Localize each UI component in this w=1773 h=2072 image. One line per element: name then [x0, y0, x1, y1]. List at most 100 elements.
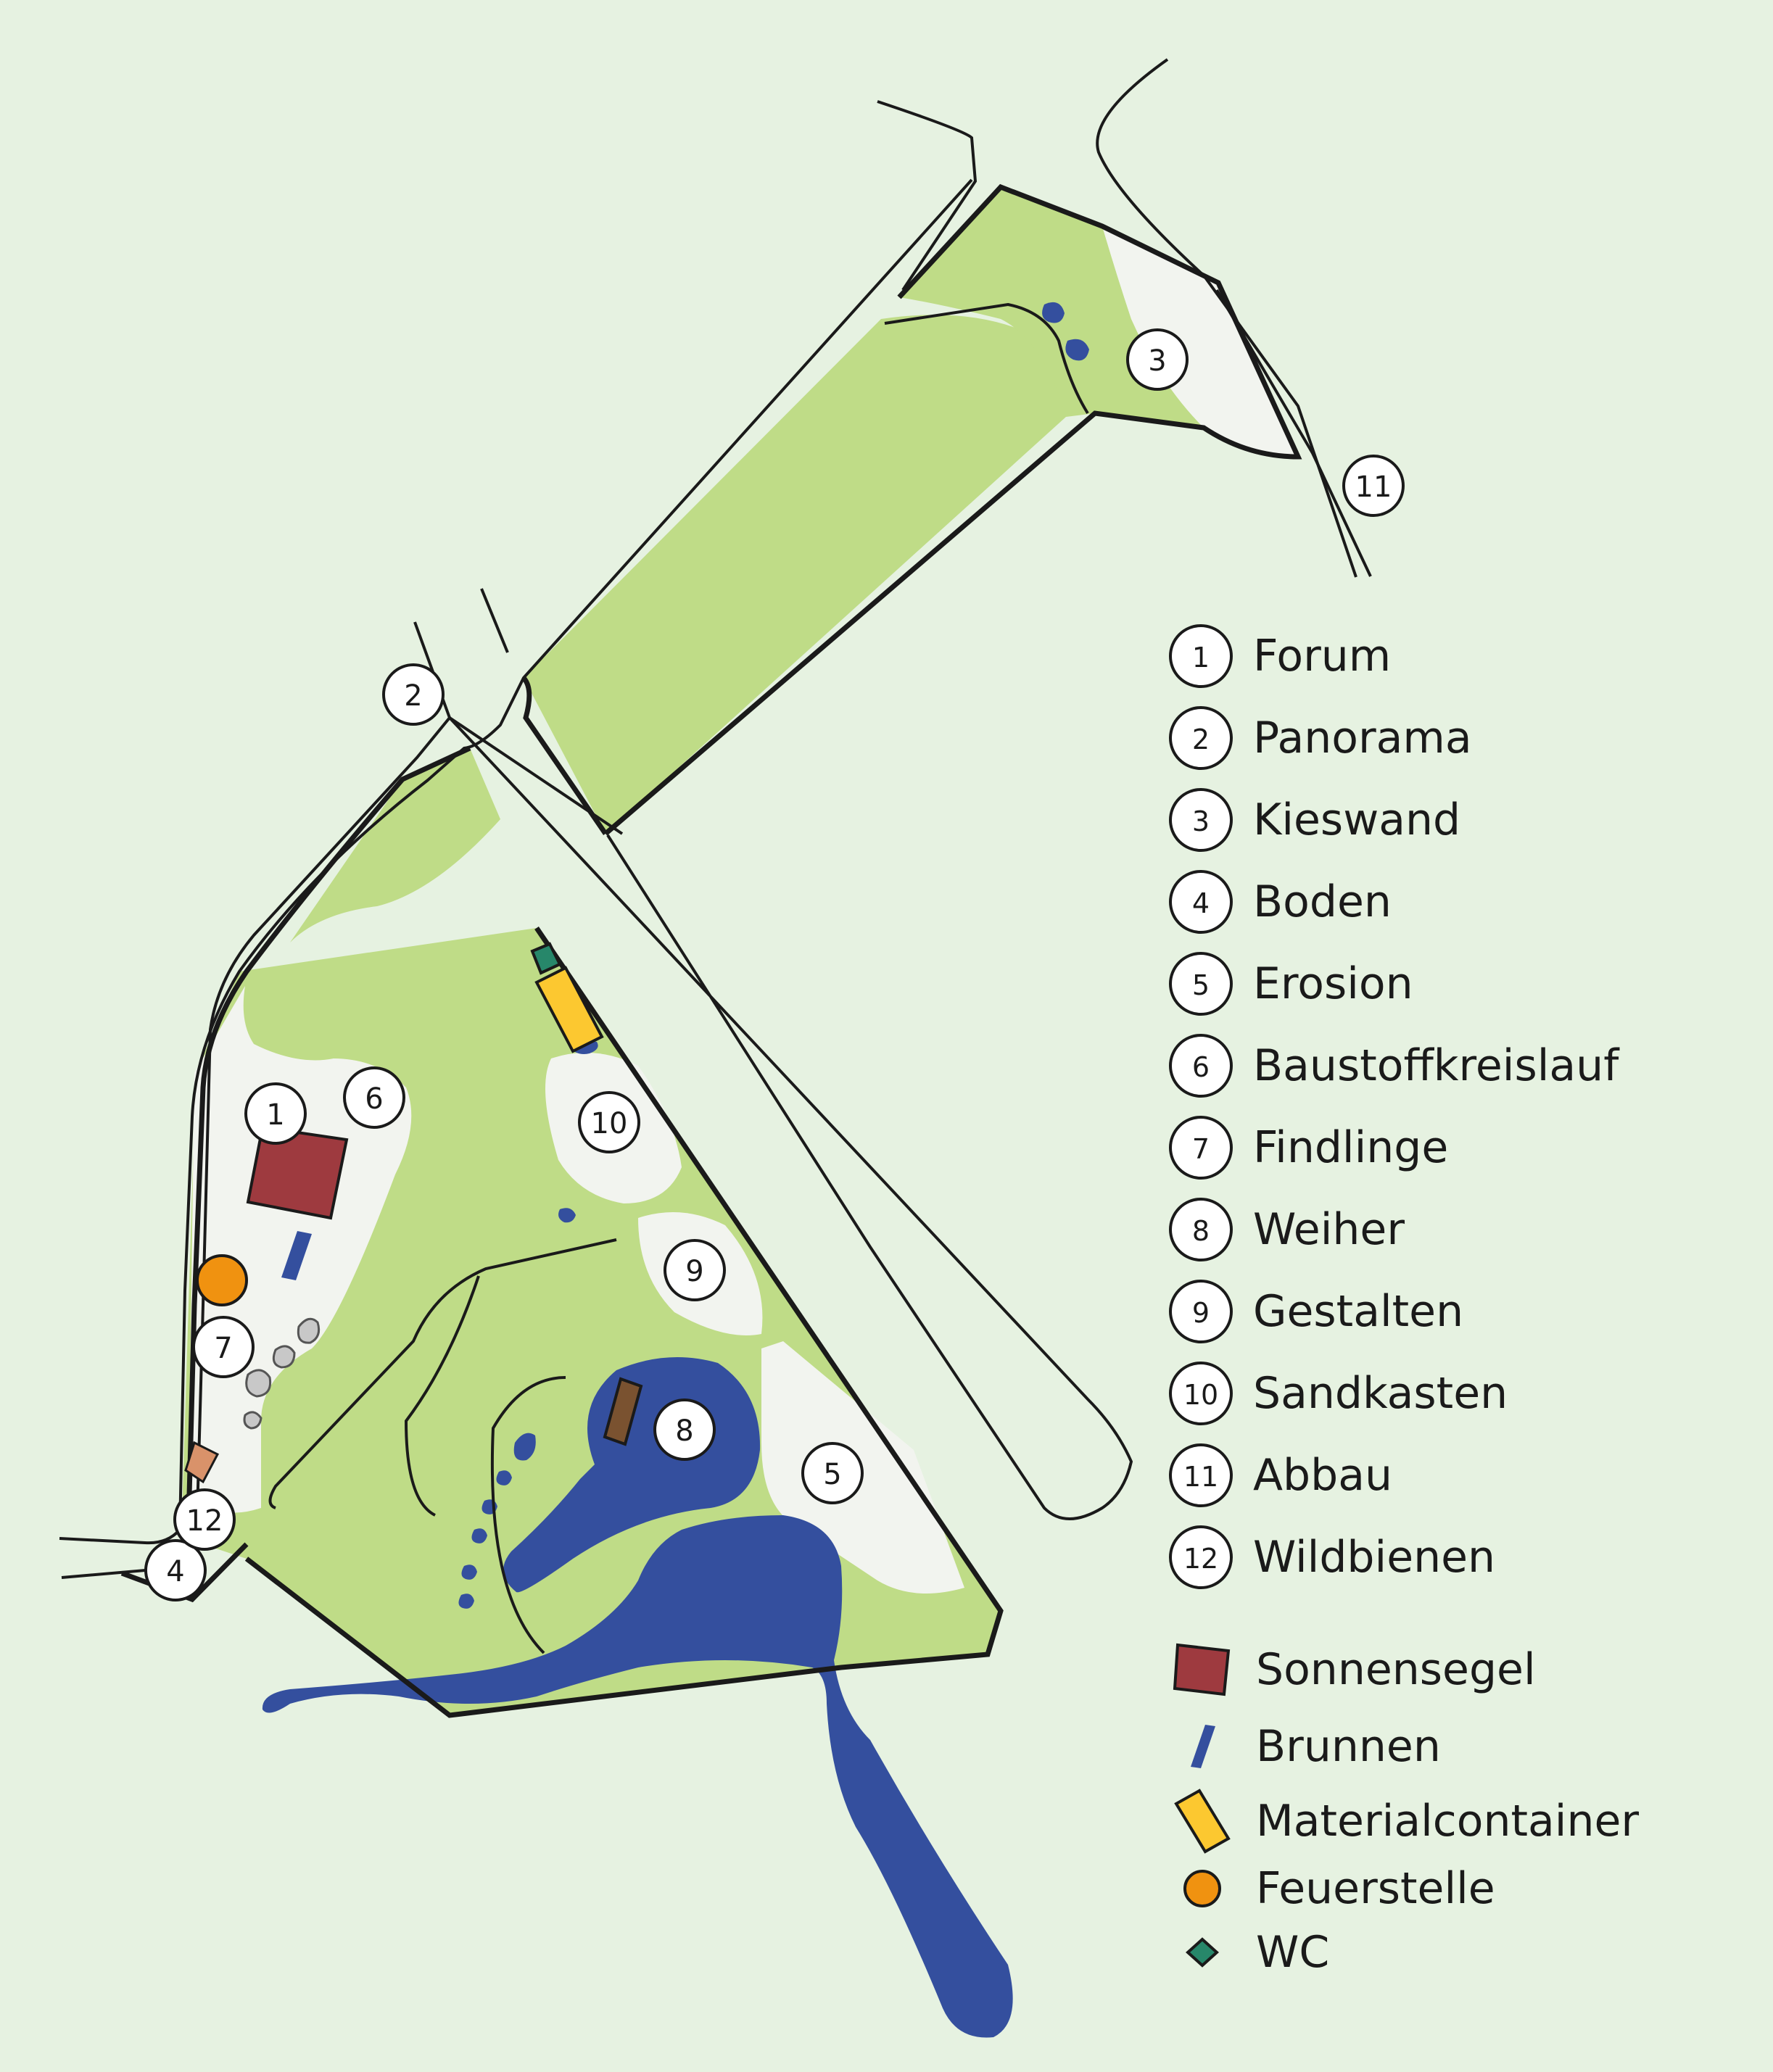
legend-item-11: 11 Abbau [1169, 1443, 1392, 1507]
stream [262, 1515, 1013, 2038]
map-marker-3: 3 [1126, 328, 1189, 391]
park-borders [120, 183, 1302, 1718]
map-marker-number: 4 [166, 1555, 184, 1588]
legend-number-circle [1169, 1034, 1233, 1098]
legend-item-1: 1 Forum [1169, 624, 1391, 688]
legend-number-circle [1169, 706, 1233, 770]
map-marker-circle [173, 1488, 236, 1551]
small-pond-10 [558, 1208, 576, 1223]
map-marker-6: 6 [343, 1066, 405, 1129]
legend-symbol-label: Materialcontainer [1256, 1796, 1639, 1847]
map-marker-circle [801, 1442, 864, 1504]
legend-item-9: 9 Gestalten [1169, 1280, 1463, 1343]
map-marker-11: 11 [1342, 455, 1405, 517]
legend-symbol-label: Brunnen [1256, 1721, 1441, 1772]
legend-number: 1 [1192, 642, 1210, 674]
map-marker-circle [244, 1082, 307, 1145]
roads [59, 58, 1372, 1654]
legend-label: Wildbienen [1253, 1532, 1495, 1583]
legend-label: Boden [1253, 877, 1392, 927]
map-marker-number: 2 [404, 679, 422, 713]
legend-number: 9 [1192, 1297, 1210, 1329]
legend-number-circle [1169, 952, 1233, 1016]
legend-number: 8 [1192, 1215, 1210, 1247]
legend-number: 3 [1192, 805, 1210, 837]
map-marker-number: 3 [1148, 344, 1166, 378]
legend-number-circle [1169, 1280, 1233, 1343]
wildbienen-box-icon [184, 1441, 220, 1484]
map-marker-number: 5 [823, 1458, 841, 1491]
legend-symbol-label: Feuerstelle [1256, 1863, 1495, 1914]
facilities [184, 942, 643, 1484]
legend-number: 5 [1192, 969, 1210, 1001]
legend-label: Panorama [1253, 713, 1472, 763]
map-marker-12: 12 [173, 1488, 236, 1551]
map-marker-10: 10 [578, 1091, 640, 1153]
legend-label: Abbau [1253, 1450, 1392, 1501]
map-marker-1: 1 [244, 1082, 307, 1145]
legend-symbol-item-3: Feuerstelle [1183, 1863, 1495, 1914]
map-marker-9: 9 [664, 1239, 726, 1301]
legend-item-12: 12 Wildbienen [1169, 1525, 1495, 1589]
map-marker-4: 4 [144, 1539, 207, 1601]
legend-number-circle [1169, 1525, 1233, 1589]
legend-label: Erosion [1253, 958, 1413, 1009]
open-area-kieswand [1102, 226, 1298, 457]
legend-item-8: 8 Weiher [1169, 1198, 1405, 1261]
legend-number-circle [1169, 1198, 1233, 1261]
stepping-ponds [458, 1433, 536, 1609]
map-marker-8: 8 [653, 1398, 716, 1461]
map-marker-circle [653, 1398, 716, 1461]
legend-symbol-item-1: Brunnen [1191, 1721, 1441, 1772]
legend-label: Sandkasten [1253, 1368, 1508, 1419]
legend-label: Gestalten [1253, 1286, 1463, 1337]
brunnen-slash-bar-icon [281, 1231, 312, 1280]
legend-number: 6 [1192, 1051, 1210, 1083]
weiher-hut-icon [603, 1377, 643, 1446]
legend-number: 11 [1183, 1461, 1218, 1493]
legend-label: Weiher [1253, 1204, 1405, 1255]
legend-label: Forum [1253, 631, 1391, 681]
map-marker-circle [192, 1316, 255, 1378]
legend-symbol-list: SonnensegelBrunnenMaterialcontainerFeuer… [1173, 1643, 1639, 1978]
legend-number: 12 [1183, 1543, 1218, 1575]
wc-diamond-icon [530, 942, 562, 975]
map-marker-number: 12 [186, 1504, 223, 1538]
circle-icon [1183, 1870, 1221, 1907]
map-marker-number: 7 [214, 1332, 232, 1365]
materialcontainer-tilted-rect-icon [534, 966, 604, 1053]
legend-symbol-item-0: Sonnensegel [1173, 1643, 1536, 1696]
map-marker-number: 10 [591, 1107, 628, 1140]
legend-number: 4 [1192, 887, 1210, 919]
legend-item-5: 5 Erosion [1169, 952, 1413, 1016]
legend-number-circle [1169, 1362, 1233, 1425]
tilted-rect-icon [1174, 1789, 1231, 1854]
map-marker-circle [1342, 455, 1405, 517]
legend-number: 7 [1192, 1133, 1210, 1165]
park-area-northwest [290, 748, 500, 942]
legend-number-circle [1169, 1443, 1233, 1507]
map-marker-circle [343, 1066, 405, 1129]
map-marker-number: 6 [365, 1082, 383, 1116]
legend-item-4: 4 Boden [1169, 870, 1392, 934]
map-marker-circle [144, 1539, 207, 1601]
diamond-icon [1186, 1937, 1219, 1968]
legend-symbol-item-4: WC [1186, 1927, 1329, 1978]
legend-number-circle [1169, 870, 1233, 934]
map-marker-2: 2 [382, 663, 445, 726]
legend-number-circle [1169, 788, 1233, 852]
map-marker-circle [578, 1091, 640, 1153]
findlinge-boulders-icon [243, 1317, 321, 1430]
map-marker-7: 7 [192, 1316, 255, 1378]
legend-symbol-item-2: Materialcontainer [1174, 1789, 1639, 1854]
sonnensegel-square-icon [246, 1125, 349, 1220]
map-marker-circle [382, 663, 445, 726]
legend-symbol-label: Sonnensegel [1256, 1644, 1536, 1695]
map-marker-number: 8 [675, 1414, 693, 1448]
